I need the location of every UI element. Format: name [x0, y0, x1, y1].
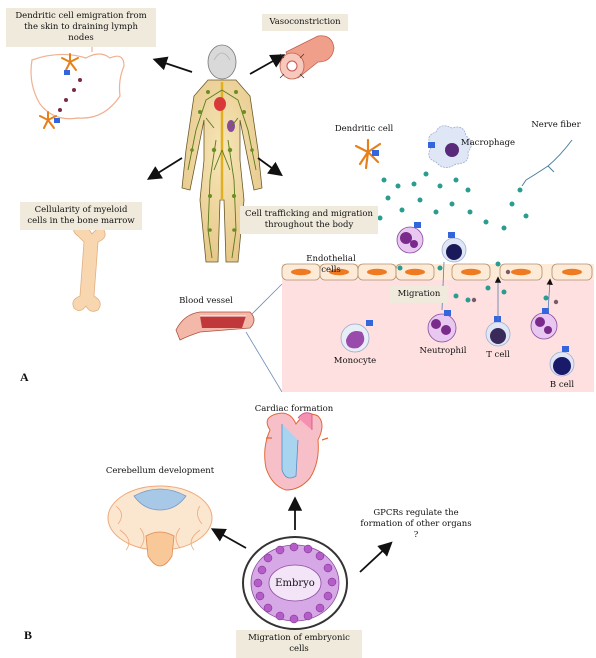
endothelial-cells-label: Endothelial cells — [306, 254, 356, 275]
cell-trafficking-label: Cell trafficking and migration throughou… — [240, 206, 378, 234]
vasoconstriction-label: Vasoconstriction — [262, 14, 348, 31]
monocyte-label: Monocyte — [333, 356, 377, 366]
panel-a-arrows — [146, 54, 286, 180]
blood-vessel-illustration — [175, 311, 255, 341]
dendritic-cell-label: Dendritic cell — [334, 124, 394, 134]
endothelial-cell-row — [281, 263, 594, 281]
panel-b-arrows — [210, 496, 393, 573]
neutrophil-label: Neutrophil — [419, 346, 467, 356]
tissue-leukocytes — [396, 222, 467, 263]
embryo-illustration — [242, 536, 348, 630]
blood-vessel-label: Blood vessel — [179, 296, 233, 306]
t-cell-label: T cell — [486, 350, 510, 360]
embryonic-migration-label: Migration of embryonic cells — [236, 630, 362, 658]
panel-b-letter: B — [24, 628, 33, 642]
b-cell — [530, 308, 575, 377]
dendritic-migration-label: Dendritic cell emigration from the skin … — [6, 8, 156, 47]
neutrophil-cell — [427, 310, 457, 343]
vasoconstriction-illustration — [279, 35, 335, 80]
b-cell-label: B cell — [549, 380, 575, 390]
lymph-node-illustration — [30, 41, 125, 129]
tissue-dendritic-cell — [354, 138, 382, 170]
migration-label: Migration — [390, 286, 448, 303]
chemokine-particles-dark — [471, 269, 559, 305]
heart-illustration — [264, 412, 329, 491]
panel-a-letter: A — [20, 370, 29, 384]
bone-illustration — [72, 222, 106, 312]
cardiac-formation-label: Cardiac formation — [254, 404, 334, 414]
gpcr-question-label: GPCRs regulate the formation of other or… — [360, 508, 472, 540]
monocyte-cell — [340, 320, 373, 353]
zoom-line-bottom — [245, 331, 283, 393]
tissue-macrophage — [428, 125, 472, 168]
dc-receptor — [372, 150, 379, 156]
chemokine-particles — [377, 171, 549, 303]
cerebellum-development-label: Cerebellum development — [105, 466, 215, 476]
macrophage-label: Macrophage — [460, 138, 516, 148]
myeloid-cellularity-label: Cellularity of myeloid cells in the bone… — [20, 202, 142, 230]
nerve-fiber — [521, 139, 573, 187]
zoom-line-top — [251, 283, 283, 315]
embryo-label: Embryo — [275, 578, 315, 589]
nerve-fiber-label: Nerve fiber — [531, 120, 581, 130]
t-cell — [485, 316, 511, 347]
cerebellum-illustration — [107, 485, 213, 567]
